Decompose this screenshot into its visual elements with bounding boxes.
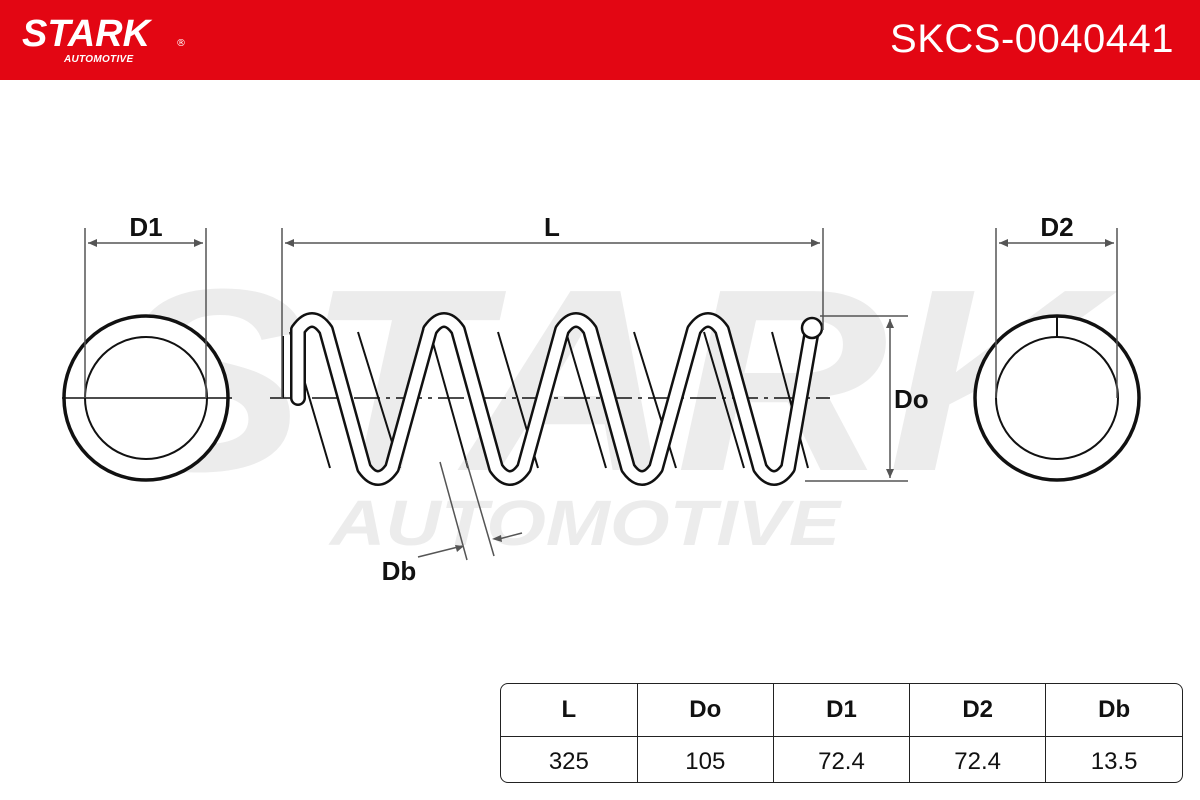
header-bar: STARK ® AUTOMOTIVE SKCS-0040441 <box>0 0 1200 80</box>
db-extension-right <box>465 459 495 557</box>
do-label: Do <box>894 384 929 414</box>
brand-logo: STARK ® AUTOMOTIVE <box>22 14 192 70</box>
header-l: L <box>501 684 638 737</box>
right-ring-outer <box>973 314 1141 482</box>
d2-label: D2 <box>1040 212 1073 242</box>
header-do: Do <box>636 684 774 737</box>
registered-mark-icon: ® <box>176 38 186 49</box>
value-db: 13.5 <box>1045 736 1182 782</box>
db-label: Db <box>382 556 417 586</box>
watermark: STARK AUTOMOTIVE R <box>110 236 1122 559</box>
value-d1: 72.4 <box>772 736 910 782</box>
watermark-main: STARK <box>110 236 1122 526</box>
left-end-view: D1 <box>62 212 232 482</box>
header-d2: D2 <box>909 684 1046 737</box>
db-extension-left <box>439 461 468 561</box>
db-leader-left <box>417 545 463 558</box>
value-l: 325 <box>548 748 589 775</box>
spring-coil-wire-fill <box>292 314 818 484</box>
value-do: 105 <box>636 736 774 782</box>
header-db: Db <box>1045 684 1182 737</box>
l-label: L <box>544 212 560 242</box>
spring-side-view: L Do Db <box>270 212 929 586</box>
table-header-row: L Do D1 D2 Db <box>501 684 1182 737</box>
watermark-sub: AUTOMOTIVE <box>328 487 843 559</box>
brand-logo-subtitle: AUTOMOTIVE <box>64 54 134 65</box>
value-d2: 72.4 <box>909 736 1046 782</box>
db-leader-right <box>498 532 523 540</box>
specification-table: L Do D1 D2 Db 325 105 72.4 72.4 13.5 <box>500 683 1183 783</box>
spring-wire-end <box>800 316 824 340</box>
table-row: 325 105 72.4 72.4 13.5 <box>501 736 1182 782</box>
right-end-view: D2 <box>973 212 1141 482</box>
header-d1: D1 <box>772 684 910 737</box>
spring-back-coils <box>289 331 809 469</box>
d1-label: D1 <box>129 212 162 242</box>
part-number: SKCS-0040441 <box>890 17 1174 61</box>
spring-technical-drawing: STARK AUTOMOTIVE R D1 <box>62 212 1141 586</box>
db-arrow-icons <box>455 535 502 552</box>
brand-logo-name: STARK <box>22 13 151 55</box>
